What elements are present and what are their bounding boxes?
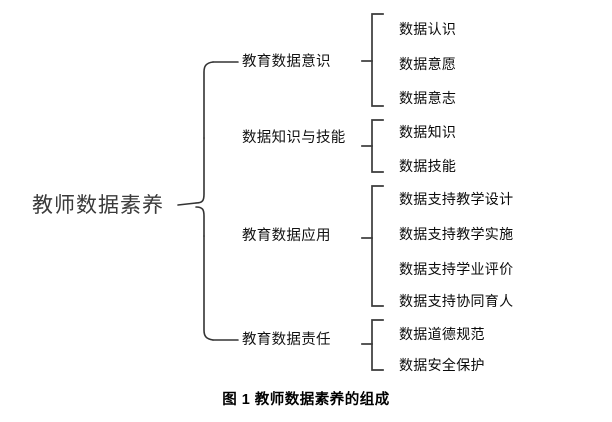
group-bracket-3 [361,185,384,307]
branch-label-4: 教育数据责任 [242,332,331,348]
leaf-label-1-3: 数据意志 [399,90,457,106]
main-brace [177,61,214,341]
branch-label-2: 数据知识与技能 [242,130,346,146]
leaf-label-3-2: 数据支持教学实施 [399,226,514,242]
branch-label-3: 教育数据应用 [242,228,331,244]
leaf-label-1-2: 数据意愿 [399,56,457,72]
group-bracket-1 [361,13,384,107]
leaf-label-3-4: 数据支持协同育人 [399,293,514,309]
leaf-label-3-1: 数据支持教学设计 [399,191,514,207]
group-bracket-4 [361,319,384,371]
branch-label-1: 教育数据意识 [242,54,331,70]
figure-caption: 图 1 教师数据素养的组成 [222,392,390,408]
root-node-label: 教师数据素养 [32,193,164,217]
leaf-label-4-2: 数据安全保护 [399,357,485,373]
leaf-label-2-1: 数据知识 [399,124,457,140]
group-bracket-2 [361,119,384,173]
leaf-label-4-1: 数据道德规范 [399,326,485,342]
leaf-label-3-3: 数据支持学业评价 [399,261,514,277]
leaf-label-2-2: 数据技能 [399,158,457,174]
leaf-label-1-1: 数据认识 [399,21,457,37]
